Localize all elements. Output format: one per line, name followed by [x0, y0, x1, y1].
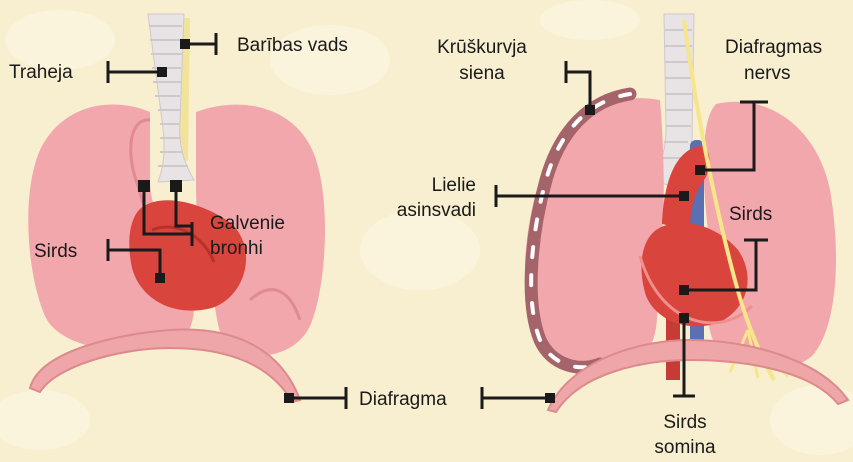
label-sirds-left: Sirds: [34, 240, 77, 263]
lung-left-2: [525, 98, 664, 367]
label-sirds-right: Sirds: [729, 203, 772, 226]
label-traheja: Traheja: [9, 61, 73, 84]
right-lungs-figure: [525, 14, 848, 412]
label-diafragmas-nervs-2: nervs: [744, 62, 790, 85]
label-sirds-somina-2: somina: [630, 436, 740, 459]
label-kruskurvja-2: siena: [427, 62, 537, 85]
label-galvenie-bronhi-2: bronhi: [210, 237, 263, 260]
label-diafragmas-nervs-1: Diafragmas: [725, 36, 822, 59]
label-sirds-somina-1: Sirds: [630, 411, 740, 434]
label-kruskurvja-1: Krūškurvja: [427, 36, 537, 59]
label-galvenie-bronhi-1: Galvenie: [210, 212, 285, 235]
label-lielie-1: Lielie: [372, 174, 476, 197]
label-lielie-2: asinsvadi: [372, 199, 476, 222]
label-baribas-vads: Barības vads: [237, 34, 348, 57]
label-diafragma: Diafragma: [359, 388, 447, 411]
